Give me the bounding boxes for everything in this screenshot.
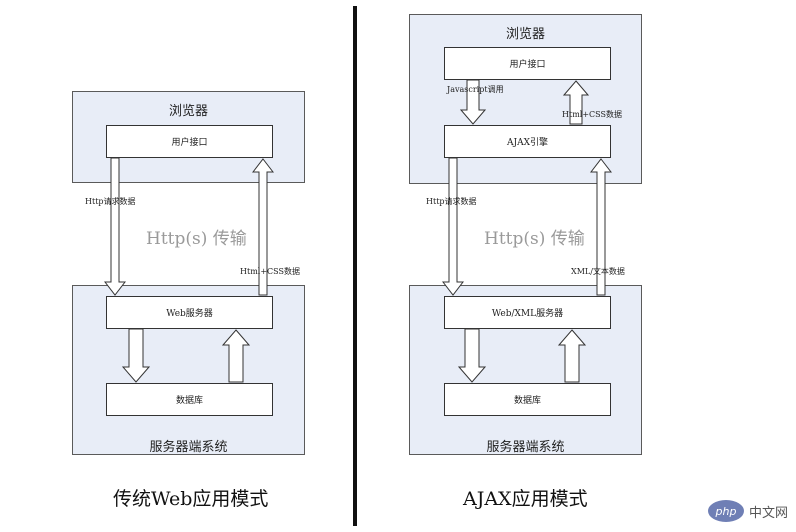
right-engine-box: AJAX引擎: [444, 125, 611, 158]
right-db-down-arrow: [458, 329, 486, 383]
left-browser-title: 浏览器: [168, 104, 208, 119]
right-db-up-arrow: [558, 329, 586, 383]
left-server-box: Web服务器: [106, 296, 273, 329]
left-request-arrow: [104, 158, 126, 296]
watermark-text: 中文网: [748, 505, 788, 521]
left-caption: 传统Web应用模式: [113, 488, 269, 510]
right-browser-title: 浏览器: [505, 27, 545, 42]
left-db-box: 数据库: [106, 383, 273, 416]
center-divider: [353, 6, 357, 526]
right-js-down-arrow: [460, 80, 486, 125]
php-logo: php: [707, 500, 744, 522]
right-caption: AJAX应用模式: [463, 488, 588, 510]
right-js-label: Javascript调用: [447, 85, 504, 94]
right-request-arrow: [442, 158, 464, 296]
right-request-label: Http请求数据: [426, 197, 477, 206]
left-ui-box: 用户接口: [106, 125, 273, 158]
right-channel-label: Http(s) 传输: [484, 229, 585, 249]
left-db-down-arrow: [122, 329, 150, 383]
left-db-up-arrow: [222, 329, 250, 383]
left-server-title: 服务器端系统: [149, 440, 228, 455]
left-request-label: Http请求数据: [85, 197, 136, 206]
right-html-up-arrow: [563, 80, 589, 125]
right-response-label: XML/文本数据: [571, 267, 625, 276]
right-server-title: 服务器端系统: [486, 440, 565, 455]
left-response-arrow: [252, 158, 274, 296]
right-html-label: Html+CSS数据: [562, 110, 622, 119]
right-server-box: Web/XML服务器: [444, 296, 611, 329]
left-channel-label: Http(s) 传输: [146, 229, 247, 249]
left-response-label: Html+CSS数据: [240, 267, 300, 276]
right-db-box: 数据库: [444, 383, 611, 416]
right-response-arrow: [590, 158, 612, 296]
watermark: php 中文网: [707, 500, 788, 522]
right-ui-box: 用户接口: [444, 47, 611, 80]
